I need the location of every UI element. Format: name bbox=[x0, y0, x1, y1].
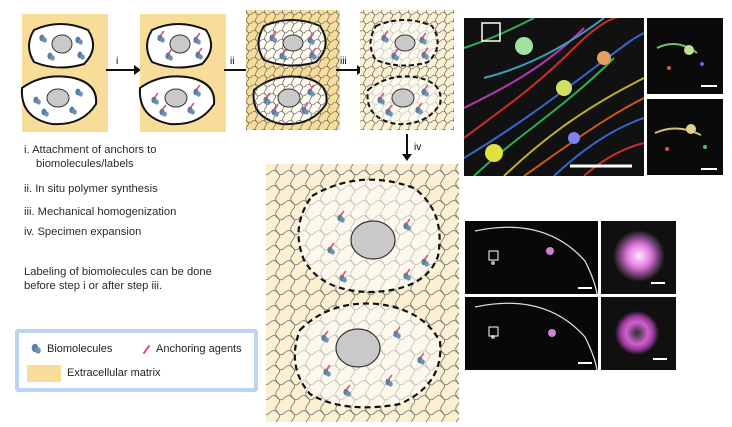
panel-polymer-synthesis bbox=[246, 10, 340, 130]
legend-anchoring-agents: Anchoring agents bbox=[156, 343, 242, 355]
anchor-icon bbox=[143, 345, 150, 354]
micrograph-puncta-bottom bbox=[601, 297, 676, 370]
labeling-note: Labeling of biomolecules can be done bef… bbox=[24, 266, 212, 292]
arrow-step-iv: iv bbox=[402, 134, 421, 161]
arrow-step-i: i bbox=[106, 56, 141, 75]
arrow-label-i: i bbox=[116, 56, 118, 67]
ecm-swatch bbox=[27, 365, 61, 382]
step-iii-label: iii. Mechanical homogenization bbox=[24, 206, 177, 218]
panel-native-cells bbox=[20, 14, 108, 132]
micrograph-zoom-post bbox=[647, 99, 723, 175]
micrograph-expanded-bottom bbox=[465, 297, 598, 370]
micrograph-puncta-top bbox=[601, 221, 676, 294]
step-i-label: i. Attachment of anchors to bbox=[24, 144, 157, 156]
arrow-label-iii: iii bbox=[340, 56, 347, 67]
micrograph-expanded-top bbox=[465, 221, 598, 294]
step-iv-label: iv. Specimen expansion bbox=[24, 226, 142, 238]
panel-homogenized bbox=[360, 10, 454, 130]
step-i-continued: biomolecules/labels bbox=[36, 158, 134, 170]
micrograph-tissue-overview bbox=[464, 18, 644, 176]
biomolecule-icon bbox=[31, 343, 41, 354]
micrograph-zoom-pre bbox=[647, 18, 723, 94]
arrow-label-iv: iv bbox=[414, 142, 421, 153]
arrow-step-iii: iii bbox=[336, 56, 364, 75]
legend-box: Biomolecules Anchoring agents Extracellu… bbox=[15, 329, 258, 392]
legend-extracellular-matrix: Extracellular matrix bbox=[67, 367, 161, 379]
step-ii-label: ii. In situ polymer synthesis bbox=[24, 183, 158, 195]
legend-biomolecules: Biomolecules bbox=[47, 343, 113, 355]
panel-anchored-cells bbox=[138, 14, 226, 132]
arrow-label-ii: ii bbox=[230, 56, 234, 67]
panel-expanded bbox=[266, 164, 459, 422]
